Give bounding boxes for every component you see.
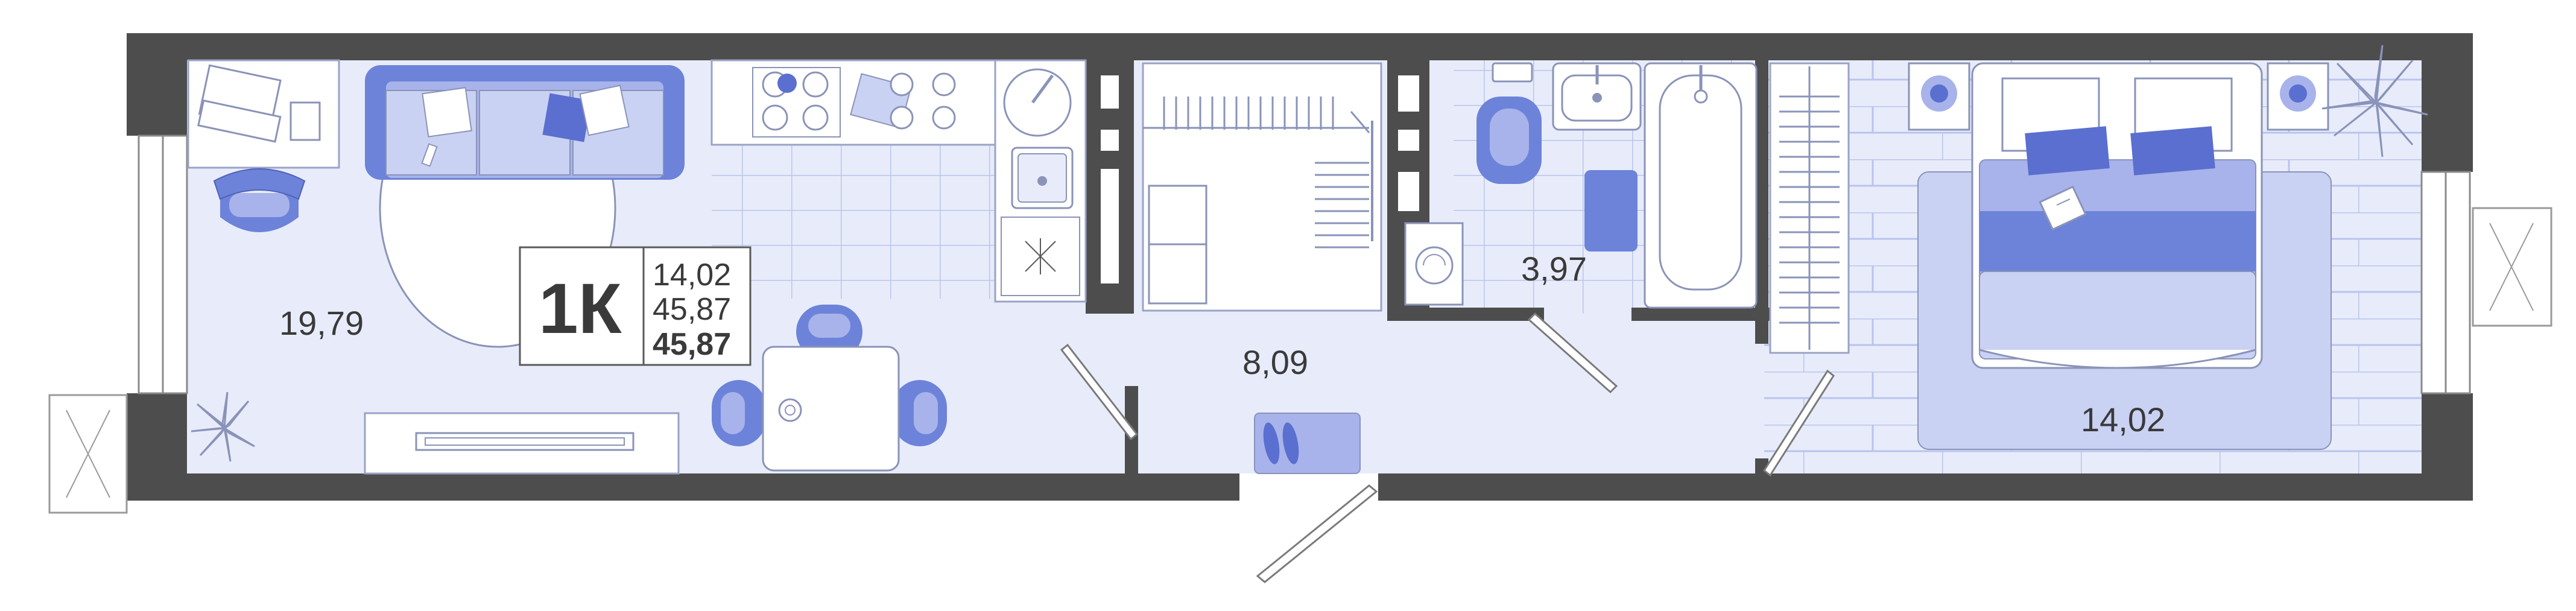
nightstand-icon xyxy=(1908,62,1970,131)
armchair-icon xyxy=(213,168,306,232)
windows xyxy=(48,135,2552,514)
partition-bath-bottom xyxy=(1387,308,1544,321)
bathtub-icon xyxy=(1644,62,1758,309)
hallway-area-label: 8,09 xyxy=(1242,343,1308,381)
kitchen-counter xyxy=(710,59,1087,303)
wall-bottom-right xyxy=(1378,473,2473,501)
wardrobe-icon xyxy=(1142,62,1382,312)
slippers-icon xyxy=(1263,422,1299,464)
closet-shelves-icon xyxy=(1769,62,1850,354)
bathroom-sink xyxy=(1552,62,1642,131)
wall-right-lower xyxy=(2422,393,2473,501)
total-area-bold-value: 45,87 xyxy=(653,327,731,362)
cushion-icon xyxy=(579,84,630,136)
nightstand-icon xyxy=(2267,62,2329,131)
apartment-info: 1К 14,02 45,87 45,87 xyxy=(519,246,752,366)
wall-left-upper xyxy=(127,33,187,136)
book-icon xyxy=(2039,185,2087,231)
chair-icon xyxy=(712,380,766,446)
wall-right-upper xyxy=(2422,33,2473,172)
laptop-icon xyxy=(197,64,282,143)
lamp-icon xyxy=(1921,75,1957,112)
plant-icon xyxy=(191,391,255,462)
plant-icon xyxy=(2321,45,2428,157)
tv-stand-icon xyxy=(364,412,680,475)
stove-icon xyxy=(752,67,841,138)
wall-top xyxy=(127,33,2473,60)
washing-machine-icon xyxy=(1404,222,1464,306)
dining-table-icon xyxy=(712,305,947,472)
living-kitchen-area-label: 19,79 xyxy=(279,304,364,342)
wall-left-lower xyxy=(127,393,187,501)
living-area-value: 14,02 xyxy=(653,258,731,293)
cushion-icon xyxy=(2130,126,2215,176)
kitchen-sink-icon xyxy=(1003,68,1074,209)
desk-icon xyxy=(187,59,340,169)
toilet-icon xyxy=(1476,62,1542,184)
apartment-type: 1К xyxy=(539,269,622,349)
cushion-icon xyxy=(542,93,592,142)
bathroom-area-label: 3,97 xyxy=(1521,250,1587,288)
stove-icon xyxy=(890,72,956,130)
radiator-left xyxy=(48,394,128,514)
sofa-icon xyxy=(365,65,685,180)
kitchen-appliance xyxy=(1001,217,1080,296)
cushion-icon xyxy=(422,87,472,138)
bedroom-area-label: 14,02 xyxy=(2081,400,2165,438)
wall-bottom-left xyxy=(127,473,1239,501)
double-bed-icon xyxy=(1971,62,2263,369)
partition-bath-bottom-right xyxy=(1631,308,1776,321)
entrance-door[interactable] xyxy=(1239,475,1378,583)
chair-icon xyxy=(893,380,947,446)
cushion-icon xyxy=(2025,126,2110,176)
total-area-value: 45,87 xyxy=(653,292,731,327)
partition-bath-bedroom xyxy=(1755,60,1768,344)
lamp-icon xyxy=(2280,75,2316,112)
interior-doors xyxy=(1060,312,1835,477)
chair-icon xyxy=(796,305,862,359)
bath-mat-icon xyxy=(1584,170,1638,252)
door-mat-icon xyxy=(1254,413,1361,474)
